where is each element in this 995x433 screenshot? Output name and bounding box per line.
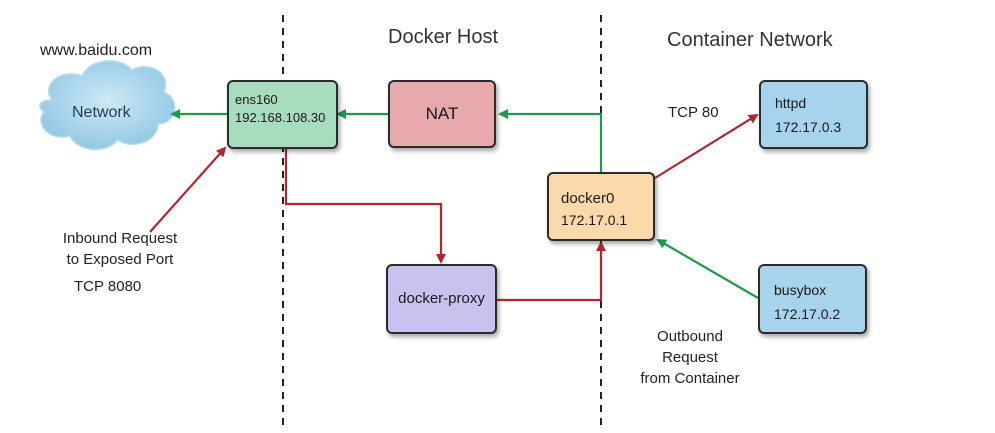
outbound-line-2: Request: [662, 349, 718, 366]
docker0-to-nat-arrow: [498, 109, 603, 172]
nat-label: NAT: [425, 104, 459, 123]
ens160-name: ens160: [235, 92, 278, 107]
inbound-request-arrow: [149, 146, 227, 233]
docker0-name: docker0: [561, 190, 615, 207]
nat-box: NAT: [388, 80, 496, 148]
docker-proxy-label: docker-proxy: [398, 290, 485, 307]
ens160-to-proxy-arrow: [284, 149, 446, 264]
docker-host-title: Docker Host: [388, 26, 499, 48]
docker0-to-httpd-arrow: [654, 113, 759, 179]
httpd-name: httpd: [775, 95, 807, 111]
container-network-title: Container Network: [667, 29, 833, 51]
network-label: Network: [72, 104, 131, 121]
docker-proxy-box: docker-proxy: [386, 264, 497, 334]
inbound-line-2: to Exposed Port: [66, 251, 174, 268]
busybox-name: busybox: [774, 282, 827, 298]
outbound-line-1: Outbound: [657, 328, 723, 345]
docker0-bridge-box: docker0 172.17.0.1: [547, 172, 655, 241]
outbound-request-note: Outbound Request from Container: [620, 326, 760, 389]
busybox-container-box: busybox 172.17.0.2: [758, 264, 867, 334]
busybox-to-docker0-arrow: [656, 238, 759, 299]
watermark-text: www.baidu.com: [40, 42, 153, 59]
httpd-container-box: httpd 172.17.0.3: [759, 80, 868, 149]
outbound-line-3: from Container: [640, 370, 740, 387]
inbound-line-1: Inbound Request: [62, 230, 178, 247]
inbound-request-note: Inbound Request to Exposed Port: [40, 228, 200, 270]
network-cloud: [39, 60, 176, 151]
busybox-ip: 172.17.0.2: [774, 306, 841, 322]
proxy-to-docker0-arrow: [497, 241, 606, 302]
docker0-ip: 172.17.0.1: [561, 212, 628, 228]
ens160-ip: 192.168.108.30: [235, 110, 326, 125]
tcp80-label: TCP 80: [668, 104, 719, 121]
inbound-port-label: TCP 8080: [74, 278, 142, 295]
httpd-ip: 172.17.0.3: [775, 119, 842, 135]
ens160-interface-box: ens160 192.168.108.30: [227, 80, 338, 149]
